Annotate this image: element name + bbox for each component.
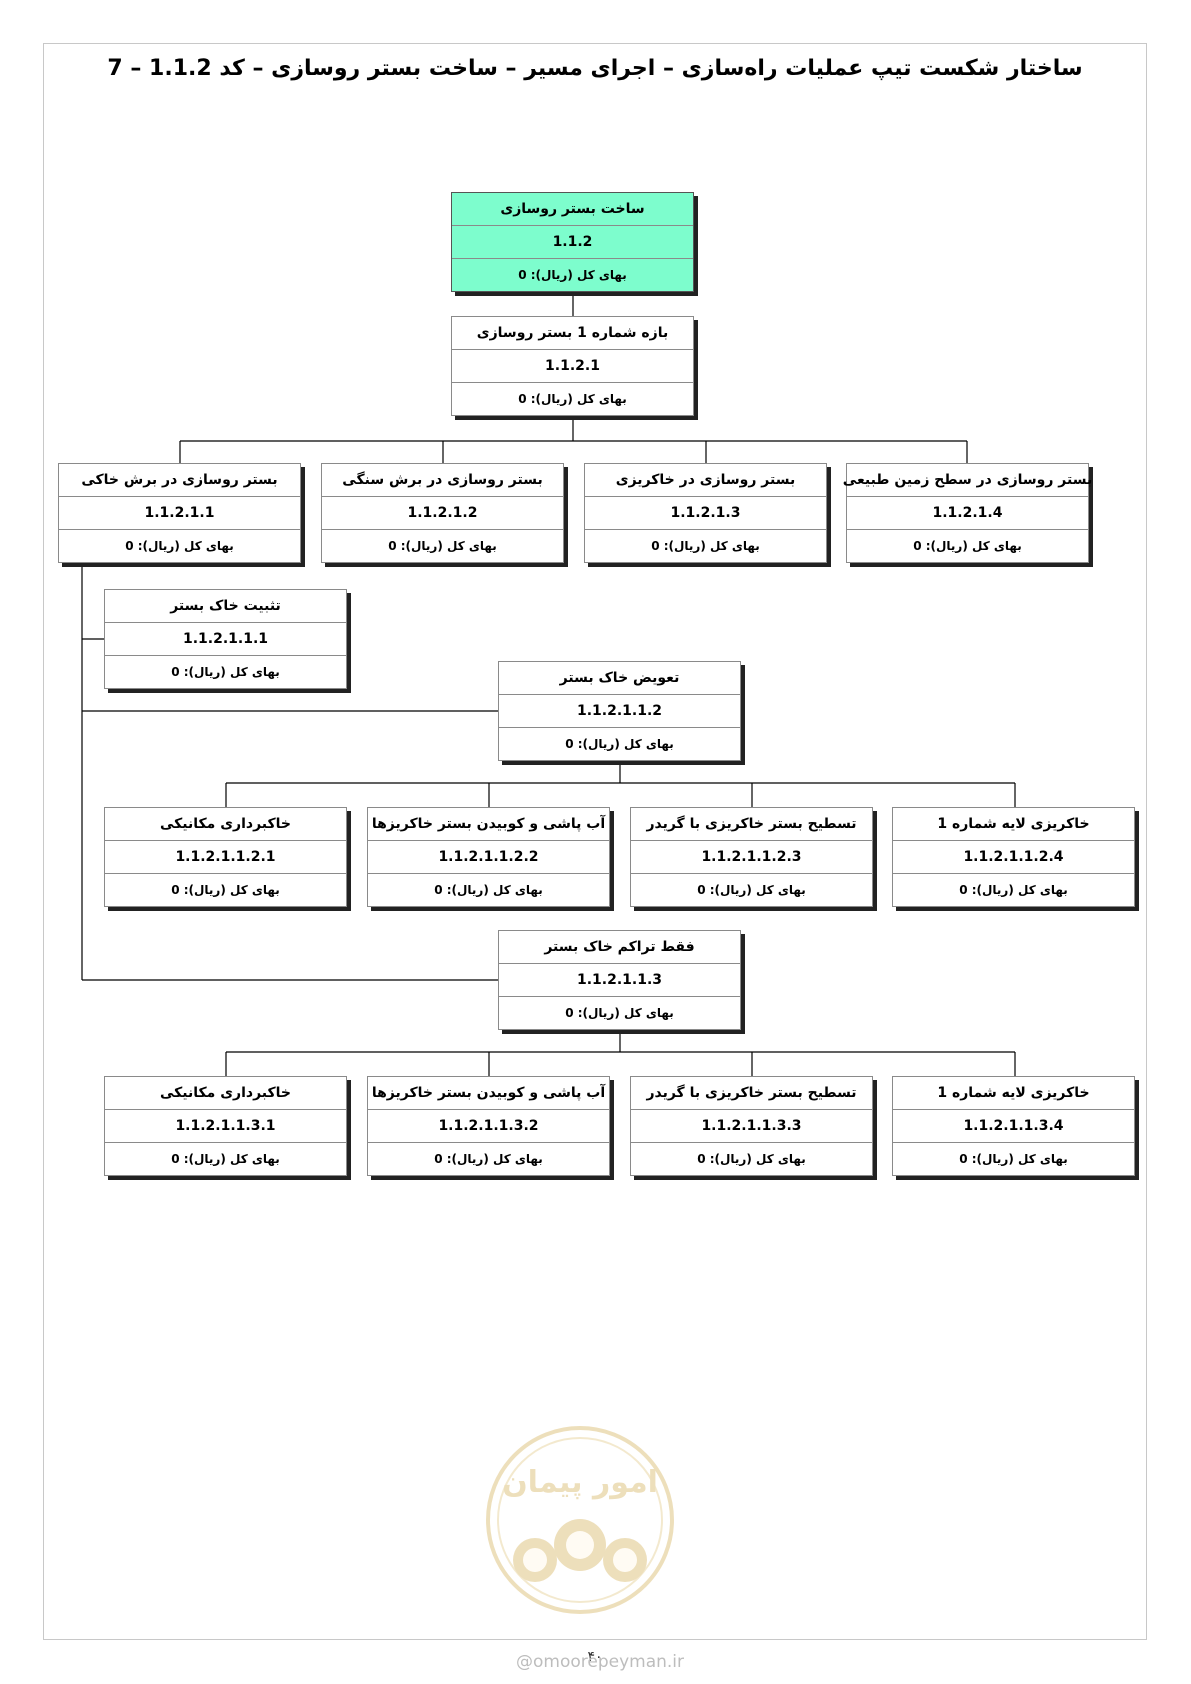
wbs-node-1-1-2-1-1-2-2[interactable]: آب پاشی و کوبیدن بستر خاکریزها 1.1.2.1.1… [367,807,610,907]
node-cost: بهای کل (ریال): 0 [959,1152,1068,1166]
node-cost: بهای کل (ریال): 0 [518,392,627,406]
node-cost: بهای کل (ریال): 0 [434,883,543,897]
node-cost: بهای کل (ریال): 0 [125,539,234,553]
node-cost: بهای کل (ریال): 0 [171,665,280,679]
node-name: تثبیت خاک بستر [105,590,346,623]
node-name: بستر روسازی در برش خاکی [59,464,300,497]
node-name: تسطیح بستر خاکریزی با گریدر [631,1077,872,1110]
node-name: بازه شماره 1 بستر روسازی [452,317,693,350]
node-cost: بهای کل (ریال): 0 [697,1152,806,1166]
node-cost: بهای کل (ریال): 0 [913,539,1022,553]
node-code: 1.1.2 [452,226,693,259]
node-code: 1.1.2.1.3 [585,497,826,530]
node-code: 1.1.2.1.1 [59,497,300,530]
node-cost: بهای کل (ریال): 0 [651,539,760,553]
gear-icon [513,1519,647,1582]
wbs-node-1-1-2-1-1-3-1[interactable]: خاکبرداری مکانیکی 1.1.2.1.1.3.1 بهای کل … [104,1076,347,1176]
node-code: 1.1.2.1.2 [322,497,563,530]
node-code: 1.1.2.1.1.3.4 [893,1110,1134,1143]
wbs-node-1-1-2-1-1-3[interactable]: فقط تراکم خاک بستر 1.1.2.1.1.3 بهای کل (… [498,930,741,1030]
watermark-text: امور پیمان [502,1465,658,1500]
node-cost: بهای کل (ریال): 0 [171,1152,280,1166]
wbs-node-1-1-2-1-4[interactable]: بستر روسازی در سطح زمین طبیعی 1.1.2.1.4 … [843,463,1092,563]
node-cost: بهای کل (ریال): 0 [388,539,497,553]
node-name: تسطیح بستر خاکریزی با گریدر [631,808,872,841]
node-code: 1.1.2.1 [452,350,693,383]
page-frame [43,43,1147,1640]
node-name: خاکریزی لایه شماره 1 [893,808,1134,841]
node-cost: بهای کل (ریال): 0 [565,1006,674,1020]
node-code: 1.1.2.1.1.3.3 [631,1110,872,1143]
node-code: 1.1.2.1.1.2.2 [368,841,609,874]
wbs-node-1-1-2-1-1-3-4[interactable]: خاکریزی لایه شماره 1 1.1.2.1.1.3.4 بهای … [892,1076,1135,1176]
node-name: فقط تراکم خاک بستر [499,931,740,964]
wbs-node-1-1-2-1-1-2-1[interactable]: خاکبرداری مکانیکی 1.1.2.1.1.2.1 بهای کل … [104,807,347,907]
node-code: 1.1.2.1.1.2.3 [631,841,872,874]
node-code: 1.1.2.1.1.2.4 [893,841,1134,874]
wbs-node-1-1-2-1-1-2-3[interactable]: تسطیح بستر خاکریزی با گریدر 1.1.2.1.1.2.… [630,807,873,907]
page-number: ۴۰ [587,1649,603,1665]
wbs-node-1-1-2-1-1-2[interactable]: تعویض خاک بستر 1.1.2.1.1.2 بهای کل (ریال… [498,661,741,761]
wbs-node-1-1-2-1-1-1[interactable]: تثبیت خاک بستر 1.1.2.1.1.1 بهای کل (ریال… [104,589,347,689]
wbs-node-1-1-2-1-1-3-3[interactable]: تسطیح بستر خاکریزی با گریدر 1.1.2.1.1.3.… [630,1076,873,1176]
node-cost: بهای کل (ریال): 0 [697,883,806,897]
page-title: ساختار شکست تیپ عملیات راه‌سازی – اجرای … [107,56,1083,81]
node-name: خاکریزی لایه شماره 1 [893,1077,1134,1110]
node-code: 1.1.2.1.1.2 [499,695,740,728]
wbs-node-1-1-2-1-1[interactable]: بستر روسازی در برش خاکی 1.1.2.1.1 بهای ک… [58,463,301,563]
node-code: 1.1.2.1.1.3.2 [368,1110,609,1143]
node-code: 1.1.2.1.1.2.1 [105,841,346,874]
wbs-node-1-1-2-1[interactable]: بازه شماره 1 بستر روسازی 1.1.2.1 بهای کل… [451,316,694,416]
node-name: ساخت بستر روسازی [452,193,693,226]
node-name: بستر روسازی در سطح زمین طبیعی [843,464,1092,497]
wbs-node-1-1-2-1-3[interactable]: بستر روسازی در خاکریزی 1.1.2.1.3 بهای کل… [584,463,827,563]
node-name: آب پاشی و کوبیدن بستر خاکریزها [368,808,609,841]
node-name: آب پاشی و کوبیدن بستر خاکریزها [368,1077,609,1110]
node-code: 1.1.2.1.1.1 [105,623,346,656]
wbs-node-root[interactable]: ساخت بستر روسازی 1.1.2 بهای کل (ریال): 0 [451,192,694,292]
node-name: بستر روسازی در برش سنگی [322,464,563,497]
wbs-node-1-1-2-1-1-2-4[interactable]: خاکریزی لایه شماره 1 1.1.2.1.1.2.4 بهای … [892,807,1135,907]
node-code: 1.1.2.1.4 [847,497,1088,530]
node-name: تعویض خاک بستر [499,662,740,695]
wbs-node-1-1-2-1-1-3-2[interactable]: آب پاشی و کوبیدن بستر خاکریزها 1.1.2.1.1… [367,1076,610,1176]
node-cost: بهای کل (ریال): 0 [171,883,280,897]
wbs-node-1-1-2-1-2[interactable]: بستر روسازی در برش سنگی 1.1.2.1.2 بهای ک… [321,463,564,563]
node-name: خاکبرداری مکانیکی [105,1077,346,1110]
node-cost: بهای کل (ریال): 0 [518,268,627,282]
node-name: خاکبرداری مکانیکی [105,808,346,841]
node-cost: بهای کل (ریال): 0 [434,1152,543,1166]
node-cost: بهای کل (ریال): 0 [565,737,674,751]
node-code: 1.1.2.1.1.3 [499,964,740,997]
node-name: بستر روسازی در خاکریزی [585,464,826,497]
node-code: 1.1.2.1.1.3.1 [105,1110,346,1143]
site-watermark: @omoorepeyman.ir [515,1652,685,1672]
node-cost: بهای کل (ریال): 0 [959,883,1068,897]
watermark-logo: امور پیمان [486,1426,674,1614]
